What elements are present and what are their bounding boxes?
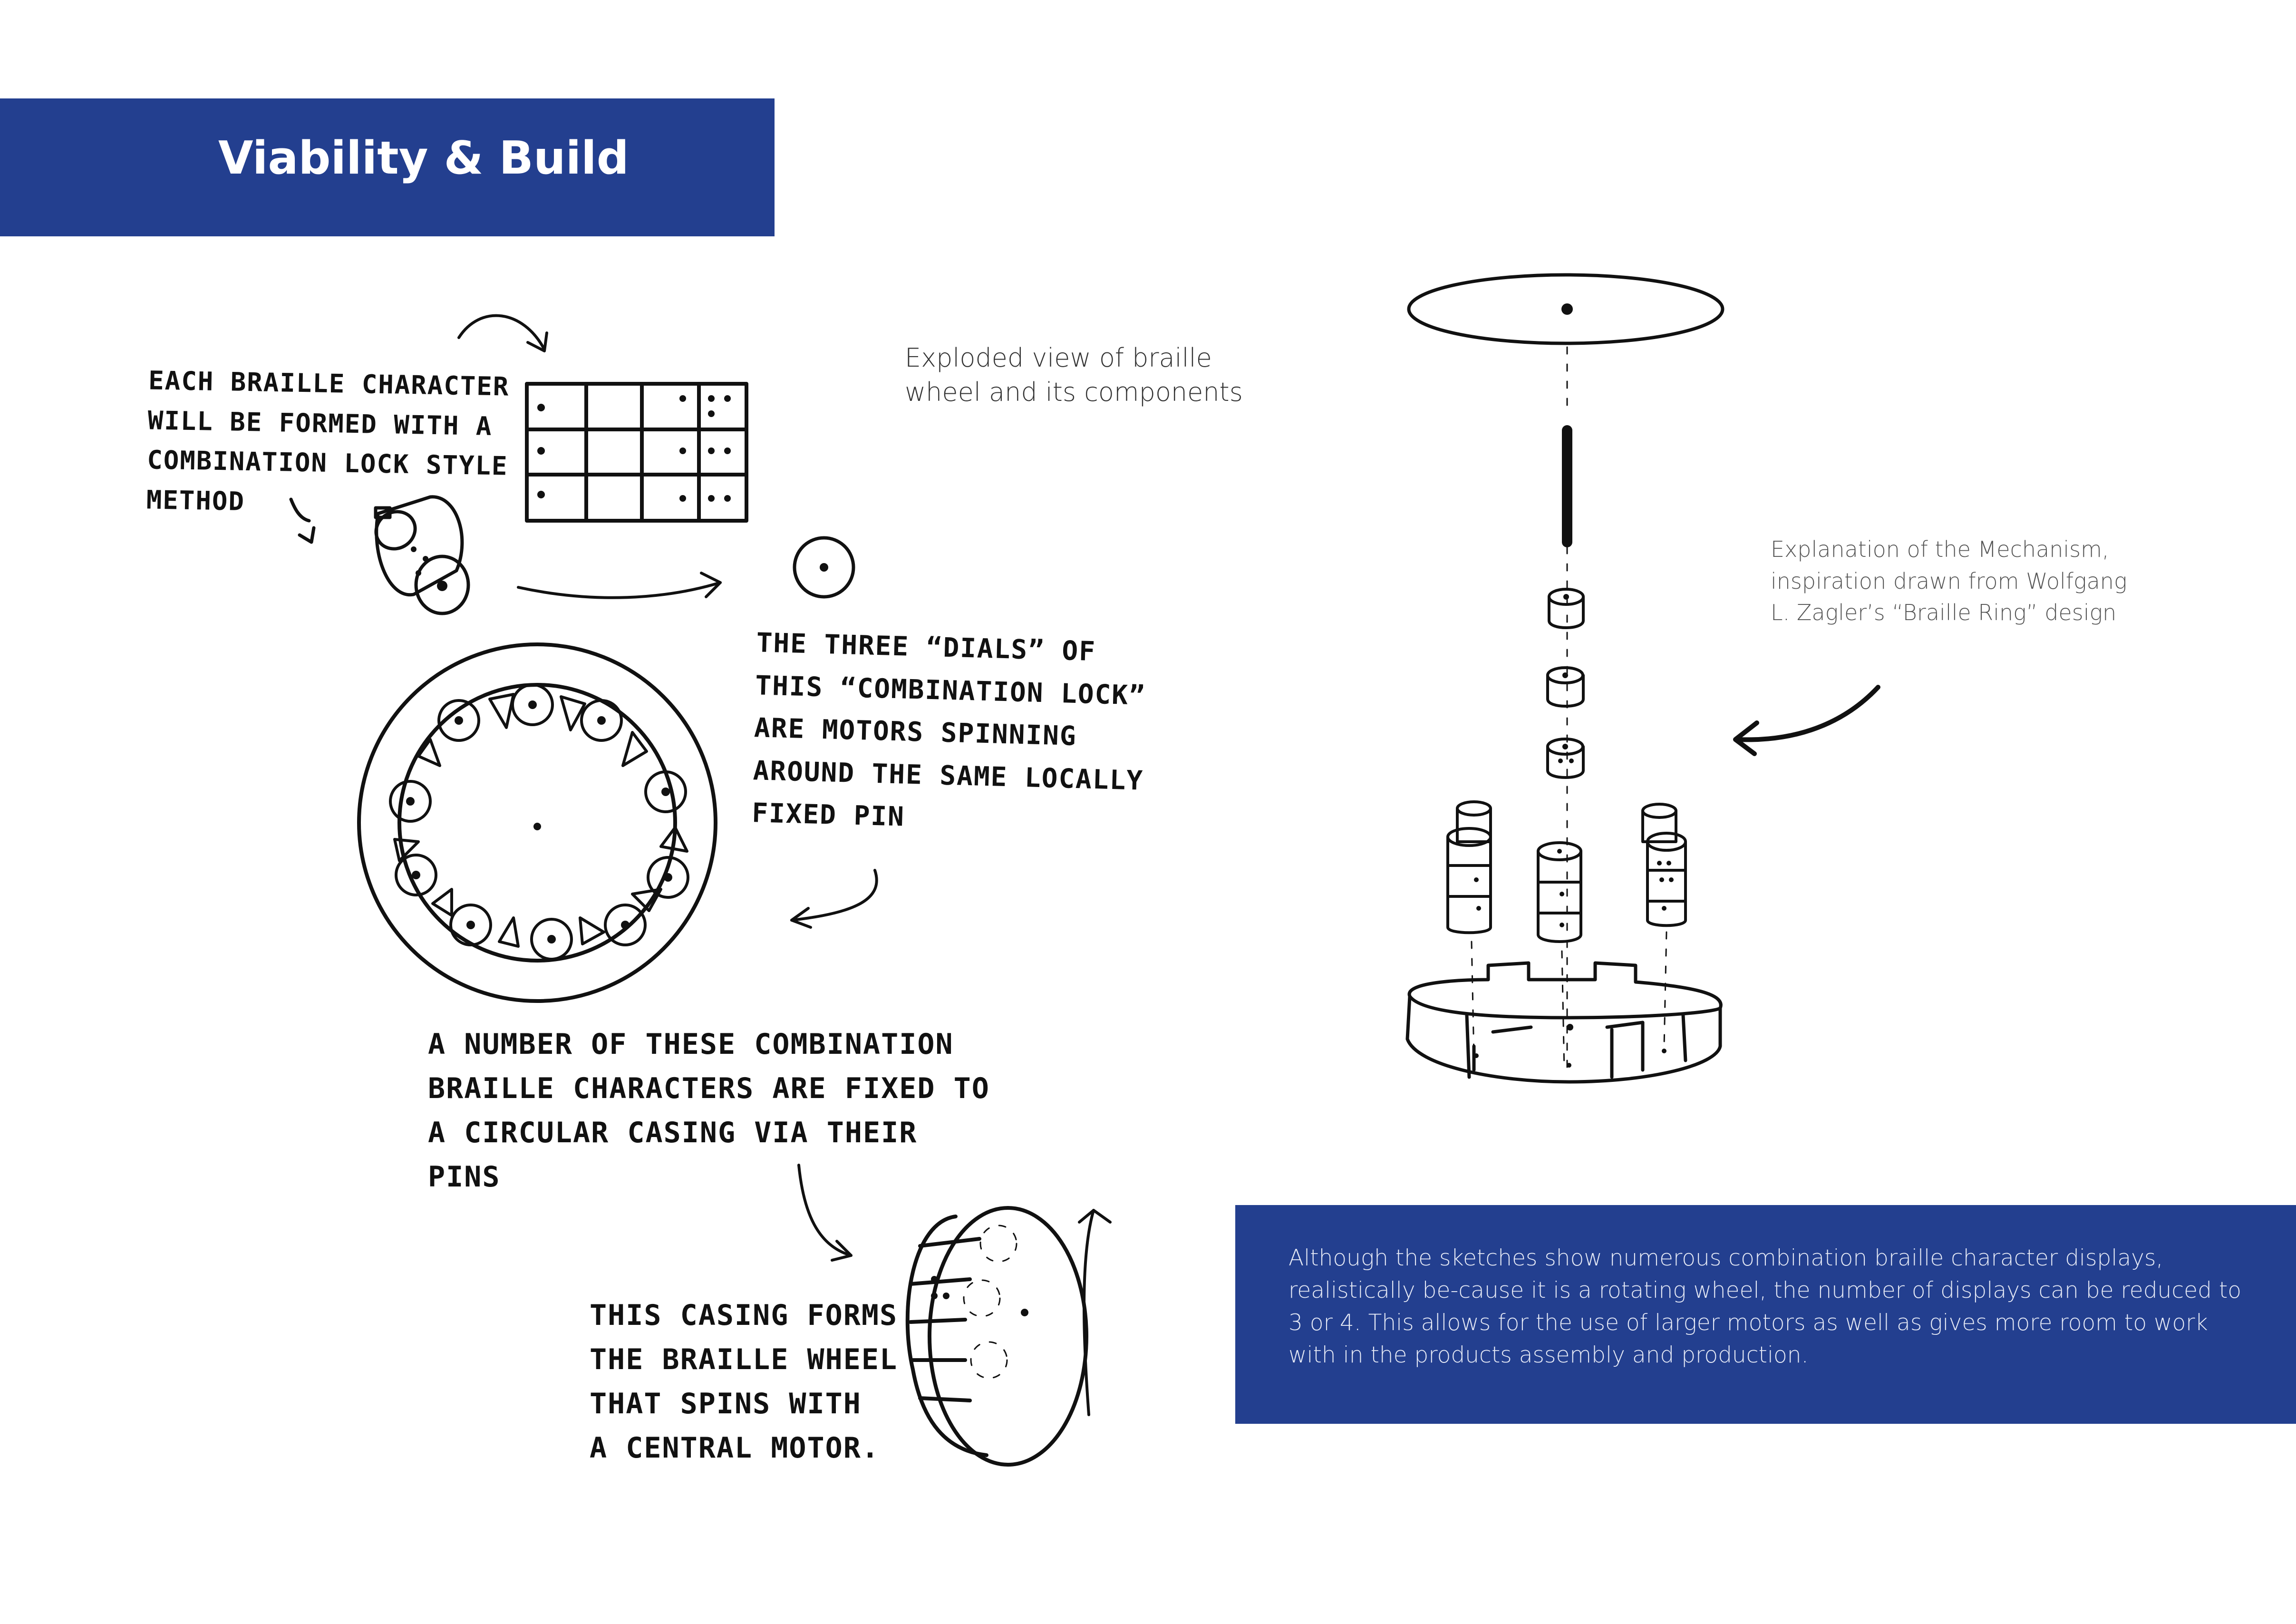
summary-text: Although the sketches show numerous comb… — [1288, 1245, 2242, 1369]
curved-arrow-icon — [790, 869, 878, 929]
handwritten-note-braille-wheel: This casing forms the braille wheel that… — [590, 1299, 898, 1465]
curved-arrow-icon — [1078, 1209, 1112, 1416]
exploded-view-caption: Exploded view of braille wheel and its c… — [905, 341, 1243, 409]
handwritten-note-combination-lock: Each braille character will be formed wi… — [146, 365, 510, 517]
caption-line: L. Zagler’s “Braille Ring” design — [1771, 600, 2117, 626]
curved-arrow-icon — [457, 314, 548, 352]
handwritten-note-circular-casing: A number of these combination braille ch… — [428, 1028, 990, 1194]
dial-circle-sketch — [793, 536, 855, 599]
caption-line: Explanation of the Mechanism, — [1771, 536, 2109, 562]
curved-arrow-icon — [797, 1164, 853, 1262]
curved-arrow-icon — [1733, 685, 1880, 756]
dial-ring-sketch — [357, 642, 717, 1003]
page-title: Viability & Build — [218, 132, 629, 185]
caption-line: Exploded view of braille — [905, 343, 1212, 373]
straight-arrow-icon — [517, 572, 722, 599]
caption-line: wheel and its components — [905, 377, 1243, 407]
caption-line: inspiration drawn from Wolfgang — [1771, 568, 2127, 594]
mechanism-caption: Explanation of the Mechanism, inspiratio… — [1771, 534, 2127, 629]
title-banner — [0, 98, 775, 236]
exploded-view-sketch — [1405, 273, 1724, 1084]
braille-grid-sketch — [525, 382, 748, 523]
braille-wheel-sketch — [905, 1206, 1088, 1467]
dial-cylinder-sketch — [289, 495, 470, 615]
summary-box: Although the sketches show numerous comb… — [1235, 1205, 2296, 1424]
handwritten-note-three-dials: The three “dials” of this “combination l… — [751, 627, 1146, 833]
